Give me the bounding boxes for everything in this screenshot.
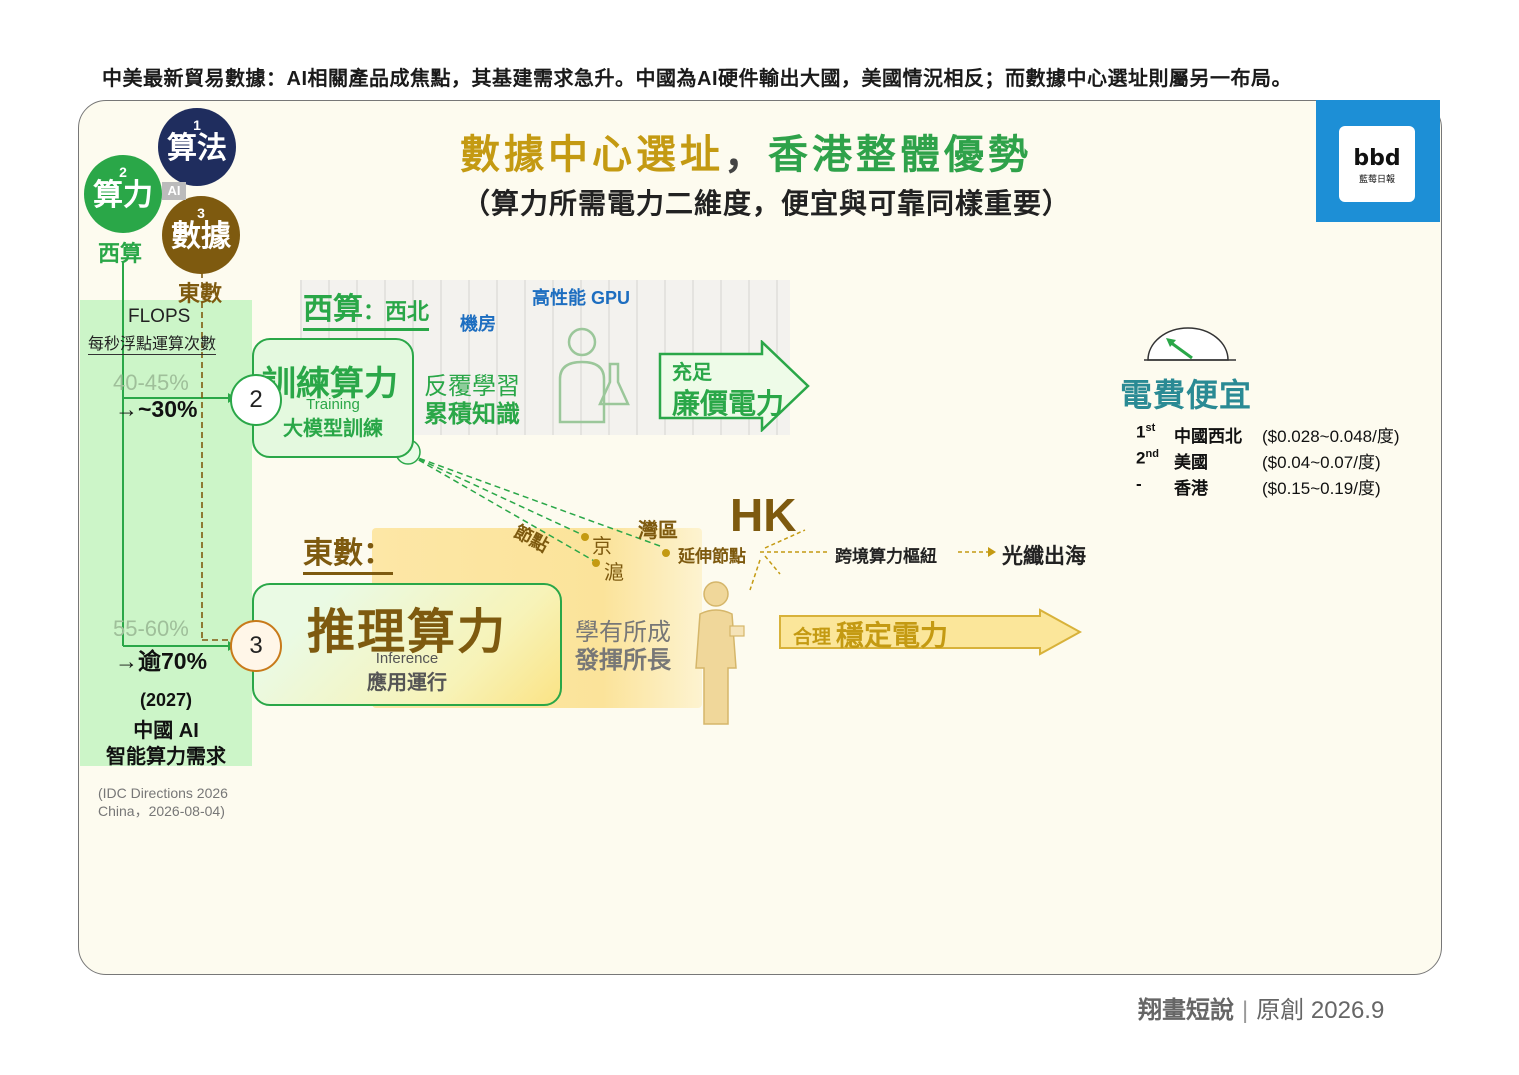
inference-box xyxy=(252,583,562,706)
inference-title: 推理算力 xyxy=(306,606,507,659)
flops-label: FLOPS xyxy=(128,306,191,327)
west-heading: 西算：西北 xyxy=(303,284,430,331)
logo-name: 藍莓日報 xyxy=(1358,174,1395,184)
inference-share-2027: →逾70% xyxy=(115,648,208,674)
east-heading-main: 東數 xyxy=(303,537,363,570)
training-en: Training xyxy=(306,396,360,413)
machine-room-label: 機房 xyxy=(460,314,496,334)
west-learn-1: 反覆學習 xyxy=(424,373,520,400)
flops-desc: 每秒浮點運算次數 xyxy=(88,330,217,355)
training-num-circle: 2 xyxy=(230,374,282,426)
west-heading-main: 西算 xyxy=(303,293,363,326)
businessman-icon xyxy=(695,581,745,725)
east-learn-1: 學有所成 xyxy=(575,619,671,646)
sub-title: （算力所需電力二維度，便宜與可靠同樣重要） xyxy=(462,188,1072,219)
east-power-1: 合理 xyxy=(793,627,832,648)
demand-label: 智能算力需求 xyxy=(106,746,226,768)
data-label: 數據 xyxy=(171,220,231,253)
compute-circle: 2 算力 xyxy=(84,155,162,233)
title-part2: 香港整體優勢 xyxy=(768,133,1032,177)
electricity-row: 1st 中國西北 ($0.028~0.048/度) xyxy=(1136,422,1408,448)
fiber-label: 光纖出海 xyxy=(1002,545,1086,568)
algo-label: 算法 xyxy=(167,132,227,165)
logo-mark: bbd xyxy=(1353,146,1401,171)
east-power-2: 穩定電力 xyxy=(836,620,949,651)
data-num: 3 xyxy=(197,205,205,221)
inference-share-range: 55-60% xyxy=(113,616,189,641)
rank: - xyxy=(1136,474,1142,494)
compute-num: 2 xyxy=(119,164,127,180)
region: 香港 xyxy=(1174,479,1208,498)
west-power-1: 充足 xyxy=(672,362,712,384)
electricity-title: 電費便宜 xyxy=(1120,377,1253,413)
diagram-panel xyxy=(78,100,1442,975)
inference-cn: 應用運行 xyxy=(367,672,447,694)
footer-divider: | xyxy=(1242,997,1249,1024)
cross-border-hub-label: 跨境算力樞紐 xyxy=(835,547,937,566)
footer-brand: 翔畫短說 xyxy=(1138,997,1234,1024)
electricity-row: 2nd 美國 ($0.04~0.07/度) xyxy=(1136,448,1408,474)
training-share-2027: →~30% xyxy=(115,396,198,422)
west-heading-sub: ：西北 xyxy=(363,299,430,324)
footer: 翔畫短說 | 原創 2026.9 xyxy=(1138,990,1384,1025)
rank: 1st xyxy=(1136,422,1156,442)
extended-node-label: 延伸節點 xyxy=(678,547,746,566)
title-sep: ， xyxy=(724,133,768,177)
electricity-table: 1st 中國西北 ($0.028~0.048/度) 2nd 美國 ($0.04~… xyxy=(1136,422,1408,500)
training-share-range: 40-45% xyxy=(113,370,189,395)
source-note: (IDC Directions 2026 China，2026-08-04) xyxy=(98,785,228,819)
title-part1: 數據中心選址 xyxy=(460,133,724,177)
scientist-icon xyxy=(558,327,630,424)
logo: bbd 藍莓日報 xyxy=(1339,126,1415,202)
east-heading: 東數： xyxy=(303,528,393,575)
inference-num-circle: 3 xyxy=(230,620,282,672)
east-learn-2: 發揮所長 xyxy=(575,647,671,674)
training-title: 訓練算力 xyxy=(262,365,398,403)
yellow-power-arrow xyxy=(779,608,1082,656)
west-label: 西算 xyxy=(98,241,143,266)
shanghai-label: 滬 xyxy=(604,562,624,584)
hk-label: HK xyxy=(730,489,797,541)
region: 中國西北 xyxy=(1174,427,1242,446)
bay-area-label: 灣區 xyxy=(638,520,678,542)
region: 美國 xyxy=(1174,453,1208,472)
east-label: 東數 xyxy=(178,281,223,306)
ai-tag: AI xyxy=(162,182,186,200)
green-power-arrow xyxy=(658,340,810,432)
west-learn-2: 累積知識 xyxy=(424,401,520,428)
algo-num: 1 xyxy=(193,117,201,133)
headline: 中美最新貿易數據：AI相關產品成焦點，其基建需求急升。中國為AI硬件輸出大國，美… xyxy=(102,68,1292,90)
beijing-label: 京 xyxy=(592,536,612,558)
algo-circle: 1 算法 xyxy=(158,108,236,186)
footer-label: 原創 2026.9 xyxy=(1256,997,1385,1024)
east-heading-sub: ： xyxy=(363,537,393,570)
price: ($0.15~0.19/度) xyxy=(1262,479,1381,498)
demand-year: (2027) xyxy=(139,690,193,710)
demand-china-ai: 中國 AI xyxy=(133,720,199,742)
training-cn: 大模型訓練 xyxy=(283,418,383,440)
price: ($0.04~0.07/度) xyxy=(1262,453,1381,472)
price: ($0.028~0.048/度) xyxy=(1262,427,1400,446)
demand-band xyxy=(80,300,252,766)
data-circle: 3 數據 xyxy=(162,196,240,274)
compute-label: 算力 xyxy=(93,179,153,212)
main-title: 數據中心選址，香港整體優勢 xyxy=(460,122,1032,180)
gpu-label: 高性能 GPU xyxy=(532,288,631,308)
inference-en: Inference xyxy=(375,650,439,667)
west-power-2: 廉價電力 xyxy=(672,388,785,419)
electricity-row: - 香港 ($0.15~0.19/度) xyxy=(1136,474,1408,500)
rank: 2nd xyxy=(1136,448,1159,468)
